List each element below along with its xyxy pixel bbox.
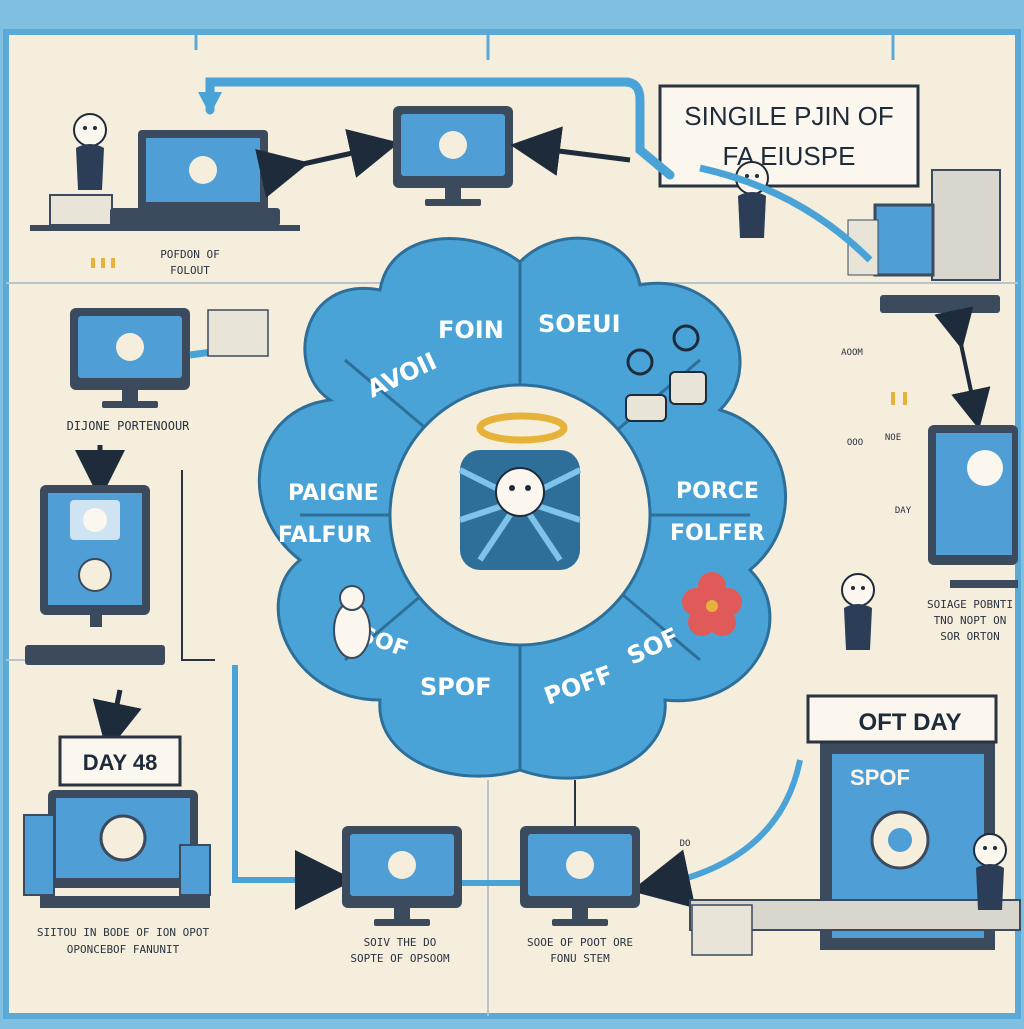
gear-icon <box>78 558 112 592</box>
caption-bottom-left-2: OPONCEBOF FANUNIT <box>67 943 180 956</box>
title-line-1: SINGILE PJIN OF <box>684 101 894 131</box>
day-48-label: DAY 48 <box>83 750 158 775</box>
gear-icon <box>99 814 147 862</box>
center-halo-character <box>458 412 582 570</box>
down-arrow-2 <box>92 689 142 753</box>
title-banner: SINGILE PJIN OF FA EIUSPE <box>658 84 920 188</box>
paper-note <box>207 309 269 357</box>
top-loop-arrow <box>205 77 675 180</box>
vertical-double-arrow <box>934 306 991 430</box>
halo-icon <box>476 412 568 444</box>
caption-bottom-right-mid-1: SOOE OF POOT ORE <box>527 936 633 949</box>
small-label-noe: NOE <box>885 433 901 443</box>
caption-folout: FOLOUT <box>170 264 210 277</box>
caption-bottom-mid-2: SOPTE OF OPSOOM <box>350 952 450 965</box>
caption-right-2: TNO NOPT ON <box>934 614 1007 627</box>
caption-bottom-right-mid-2: FONU STEM <box>550 952 610 965</box>
happy-face-icon <box>967 450 1003 486</box>
oft-day-label: OFT DAY <box>858 709 961 736</box>
caption-right-1: SOIAGE POBNTI <box>927 598 1013 611</box>
bottom-left-workstation: SIITOU IN BODE OF ION OPOT OPONCEBOF FAN… <box>23 790 211 956</box>
warning-icon <box>91 258 115 268</box>
petal-label-folfer: FOLFER <box>670 521 765 546</box>
double-arrow <box>255 129 400 198</box>
petal-label-foin: FOIN <box>438 316 504 344</box>
small-label-ooo: OOO <box>847 438 863 448</box>
sad-face-icon <box>83 508 107 532</box>
red-flower-icon <box>682 572 742 636</box>
warning-icon <box>891 392 907 405</box>
caption-right-3: SOR ORTON <box>940 630 1000 643</box>
small-label-aoom: AOOM <box>841 348 863 358</box>
left-monitor-2 <box>25 485 165 665</box>
sitting-character <box>841 573 875 651</box>
cat-figure <box>333 585 371 659</box>
caption-portion: POFDON OF <box>160 248 220 261</box>
caption-bottom-mid-1: SOIV THE DO <box>364 936 437 949</box>
caption-bottom-left-1: SIITOU IN BODE OF ION OPOT <box>37 926 210 939</box>
petal-label-porce: PORCE <box>676 479 759 504</box>
petal-label-soeui: SOEUI <box>538 310 621 338</box>
petal-label-spof: SPOF <box>420 673 492 701</box>
spof-screen-label: SPOF <box>850 765 910 790</box>
petal-label-falfur: FALFUR <box>278 523 371 548</box>
small-label-do: DO <box>680 839 691 849</box>
bottom-flow-arrow <box>232 665 355 910</box>
small-label-day: DAY <box>895 506 912 516</box>
top-left-workstation: POFDON OF FOLOUT <box>30 113 300 277</box>
gears-cluster <box>625 324 707 422</box>
petal-label-paigne: PAIGNE <box>288 481 379 506</box>
day-badge: DAY 48 <box>58 735 182 787</box>
bottom-right-station: OFT DAY SPOF <box>689 694 1021 956</box>
arrow-to-center-monitor <box>510 126 631 176</box>
top-right-workstation <box>699 161 1001 313</box>
right-monitor <box>928 425 1018 588</box>
caption-left: DIJONE PORTENOOUR <box>67 419 191 433</box>
